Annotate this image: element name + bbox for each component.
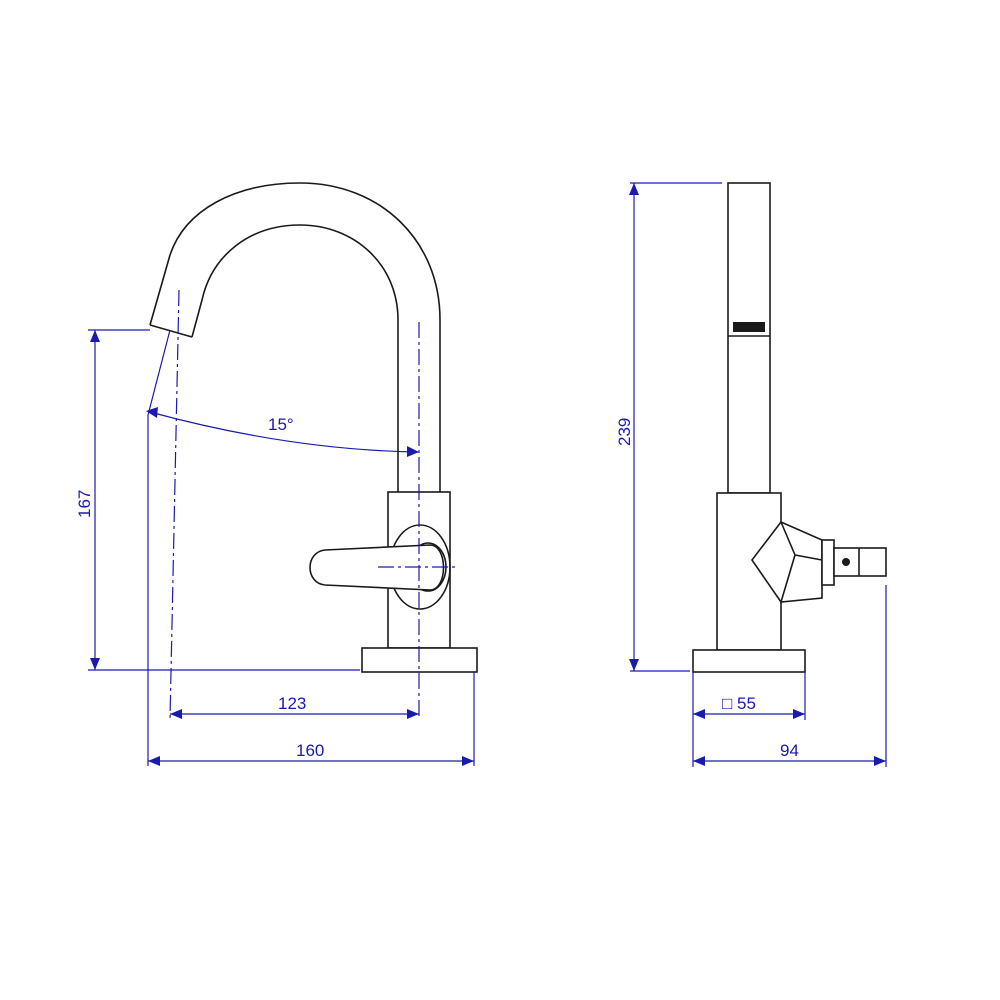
column [727,182,771,494]
side-height-label: 239 [615,418,634,446]
height-arrow-bottom [90,658,100,670]
side-handle-collar [821,539,835,586]
angle-label: 15° [268,415,294,434]
spout [149,182,441,492]
side-height-arrow-top [629,183,639,195]
outlet-tilt-line [147,329,171,416]
lever-handle [309,544,445,591]
depth-label: 94 [780,741,799,760]
angle-arrow-left [146,407,158,418]
depth-arrow-right [874,756,886,766]
side-height-arrow-bottom [629,659,639,671]
base-label: □ 55 [722,694,756,713]
side-handle-hub-facet [780,521,823,603]
width-arrow-left [148,756,160,766]
front-view: 15° 167 123 160 [75,182,478,766]
side-lever [833,547,887,577]
side-base-plate [692,649,806,673]
screw-icon [842,558,850,566]
angle-arc [149,411,419,453]
base-arrow-right [793,709,805,719]
reach-arrow-right [407,709,419,719]
reach-arrow-left [170,709,182,719]
side-view: 239 □ 55 94 [615,182,887,767]
width-label: 160 [296,741,324,760]
width-arrow-right [462,756,474,766]
aerator [733,322,765,332]
side-handle-hub [751,521,823,603]
base-arrow-left [693,709,705,719]
outlet-axis [169,289,180,721]
angle-arrow-right [407,446,419,457]
depth-arrow-left [693,756,705,766]
height-label: 167 [75,490,94,518]
reach-label: 123 [278,694,306,713]
height-arrow-top [90,330,100,342]
